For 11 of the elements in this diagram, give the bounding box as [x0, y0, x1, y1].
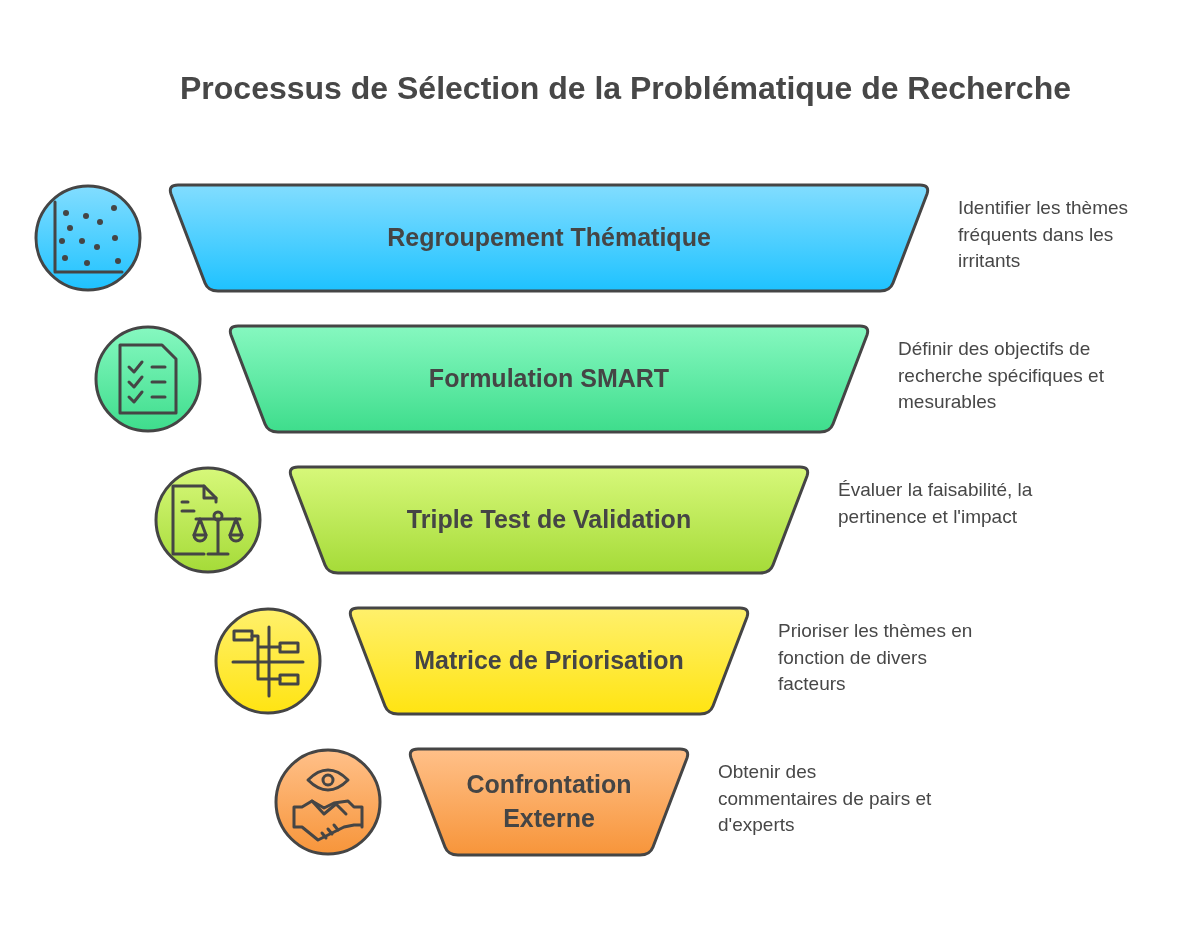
- description-text: Définir des objectifs de recherche spécifiques et mesurables: [898, 337, 1105, 415]
- description-text: Identifier les thèmes fréquents dans les irritants: [958, 196, 1130, 274]
- stage-label: Confrontation Externe: [465, 769, 633, 834]
- stage-label: Formulation SMART: [428, 363, 670, 395]
- description-text: Évaluer la faisabilité, la pertinence et l'impact: [838, 478, 1034, 529]
- description-text: Obtenir des commentaires de pairs et d'experts: [718, 760, 933, 838]
- description-text: Prioriser les thèmes en fonction de divers facteurs: [778, 619, 974, 697]
- stage-label: Regroupement Thématique: [387, 222, 711, 254]
- title: Processus de Sélection de la Problématique de Recherche: [179, 70, 1072, 107]
- stage-label: Triple Test de Validation: [406, 504, 692, 536]
- stage-label: Matrice de Priorisation: [414, 645, 684, 677]
